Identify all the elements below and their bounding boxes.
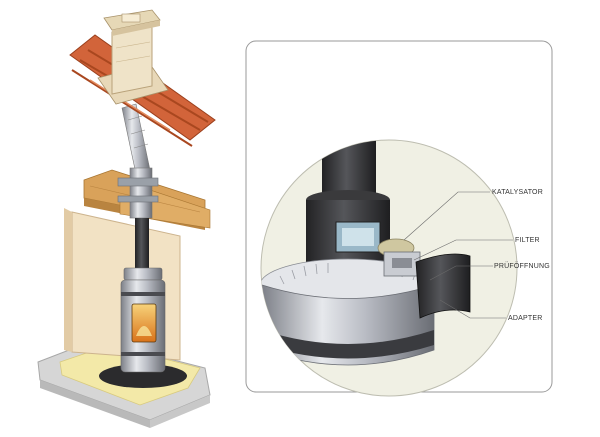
flue-pipe-lower — [135, 218, 149, 270]
leader-lines — [403, 191, 513, 319]
stove — [120, 267, 166, 373]
label-adapter: ADAPTER — [508, 315, 542, 322]
stove-floor-pad — [99, 364, 187, 388]
detail-panel: KATALYSATOR FILTER PRÜFÖFFNUNG ADAPTER — [245, 40, 553, 397]
inspection-adapter — [415, 253, 471, 319]
chimney-stack — [103, 9, 161, 95]
stove-fire-window — [131, 303, 157, 343]
installation-scene — [37, 9, 216, 428]
label-pruefoeffnung: PRÜFÖFFNUNG — [494, 262, 550, 270]
detail-magnifier — [260, 139, 518, 397]
label-filter: FILTER — [515, 237, 540, 244]
label-katalysator: KATALYSATOR — [492, 189, 543, 196]
